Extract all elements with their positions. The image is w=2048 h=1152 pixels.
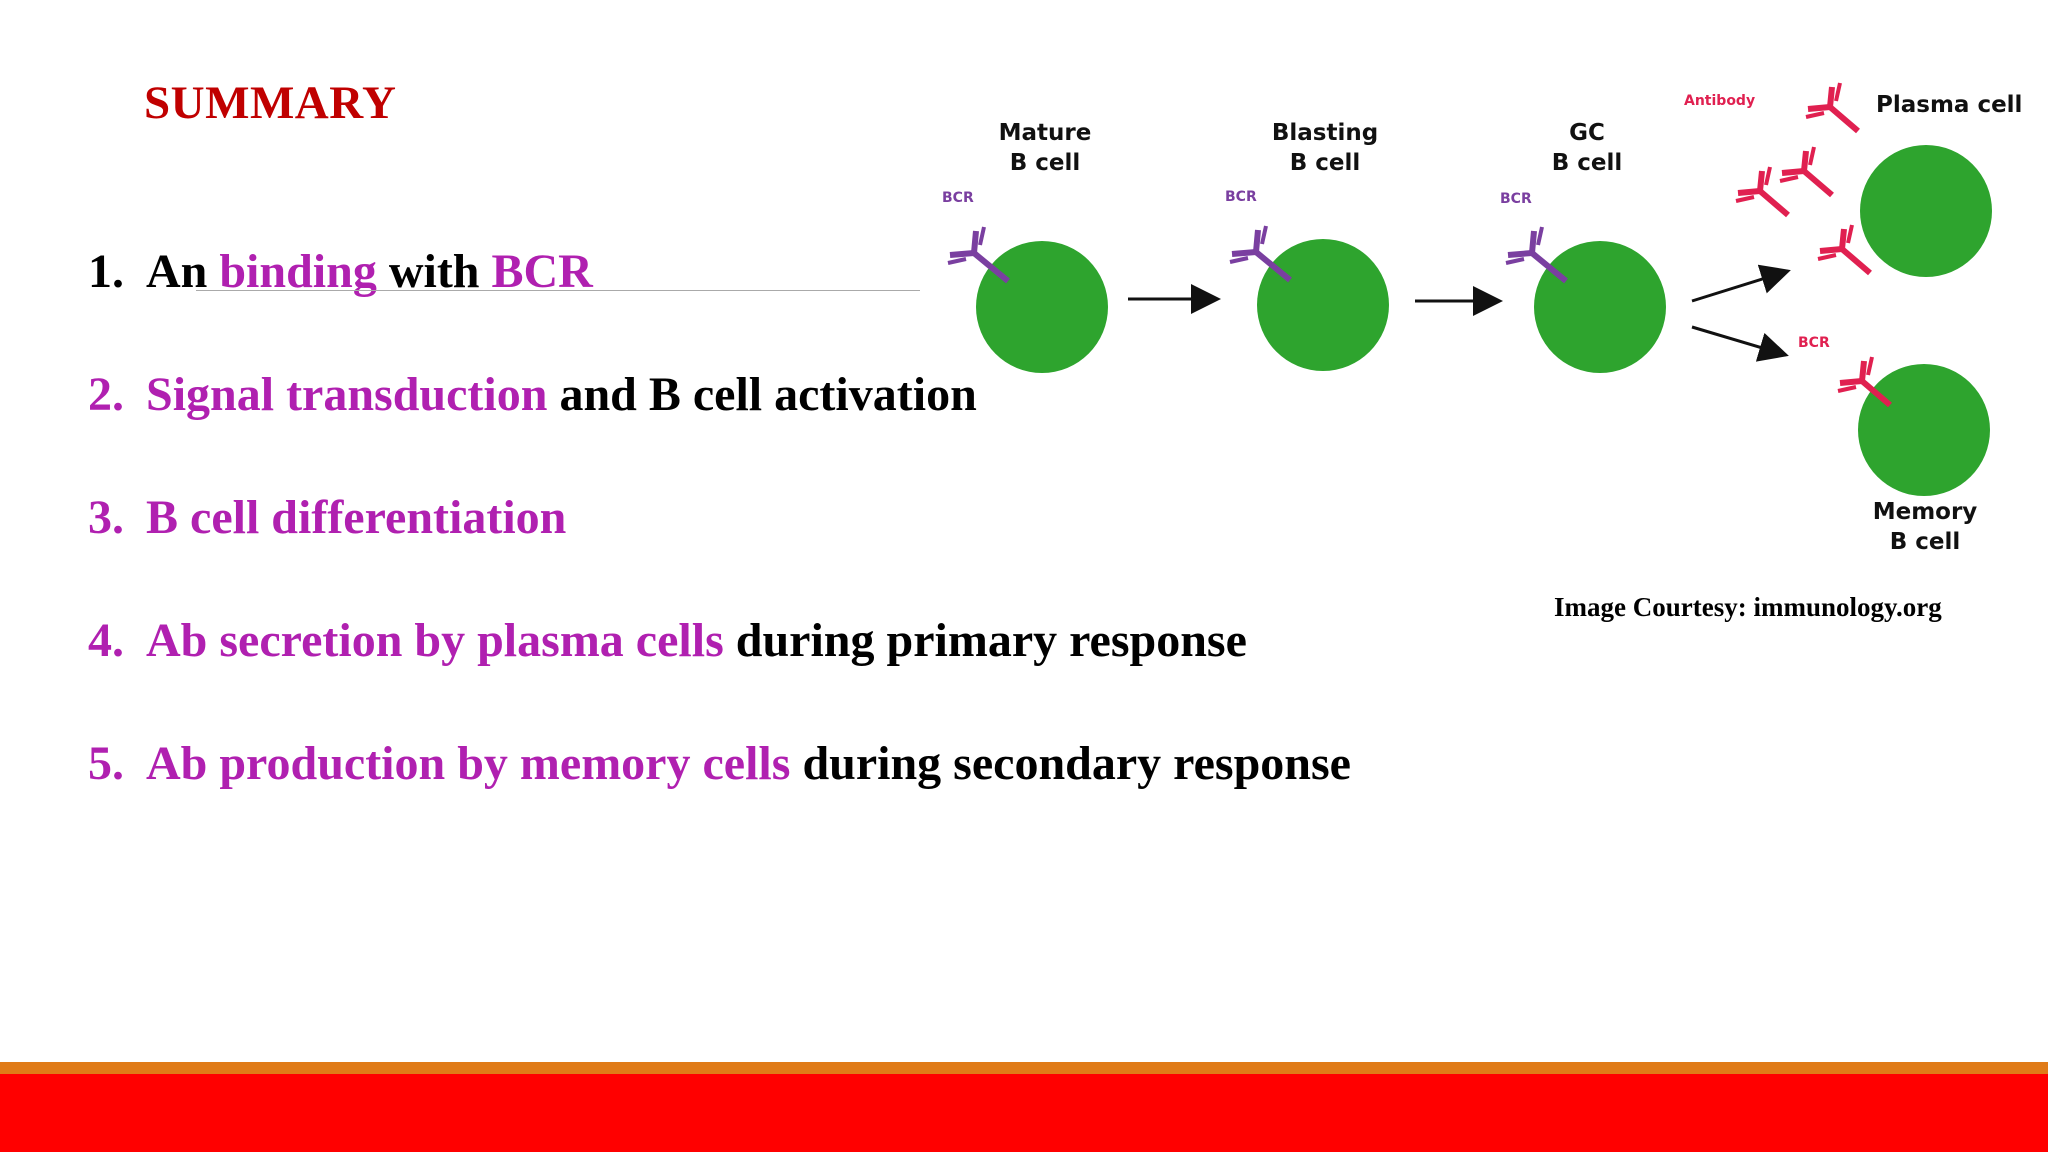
mature-b-cell-label: Mature B cell	[985, 118, 1105, 178]
list-item: 4. Ab secretion by plasma cells during pr…	[88, 613, 1247, 668]
list-item: 1. An binding with BCR	[88, 244, 593, 299]
gc-b-cell-label: GC B cell	[1532, 118, 1642, 178]
bcr-receptor-icon	[1506, 227, 1566, 281]
label-line: Memory	[1872, 499, 1978, 525]
list-item: 2. Signal transduction and B cell activat…	[88, 367, 977, 422]
item-text: and B cell activation	[547, 368, 977, 421]
bcr-label: BCR	[1225, 189, 1257, 205]
label-line: Mature	[998, 120, 1092, 146]
item-highlight: Ab production by memory cells	[146, 737, 791, 790]
item-number: 2.	[88, 368, 124, 421]
footer-bar	[0, 1074, 2048, 1152]
footer-accent-line	[0, 1062, 2048, 1074]
plasma-cell-label: Plasma cell	[1876, 92, 2023, 118]
image-courtesy: Image Courtesy: immunology.org	[1554, 592, 1942, 622]
list-item: 5. Ab production by memory cells during s…	[88, 736, 1351, 791]
item-highlight: BCR	[491, 245, 593, 298]
mature-b-cell	[976, 241, 1108, 373]
label-line: B cell	[1289, 150, 1361, 176]
item-highlight: binding	[219, 245, 377, 298]
item-text: An	[146, 245, 220, 298]
list-item: 3. B cell differentiation	[88, 490, 566, 545]
bcr-receptor-icon	[948, 227, 1008, 281]
bcr-label: BCR	[942, 190, 974, 206]
antibody-icon	[1736, 167, 1788, 215]
slide-title: SUMMARY	[144, 77, 397, 129]
memory-b-cell	[1858, 364, 1990, 496]
label-line: Blasting	[1271, 120, 1379, 146]
bcr-receptor-icon	[1230, 226, 1290, 280]
antibody-icon	[1806, 83, 1858, 131]
label-line: B cell	[1551, 150, 1623, 176]
label-line: GC	[1569, 120, 1605, 146]
arrow-icon	[1691, 264, 1791, 303]
b-cell-diagram	[930, 55, 1992, 496]
antibody-icon	[1780, 147, 1832, 195]
item-highlight: Signal transduction	[146, 368, 548, 421]
item-number: 3.	[88, 491, 124, 544]
label-line: B cell	[1889, 529, 1961, 555]
item-highlight: B cell differentiation	[146, 491, 567, 544]
gc-b-cell	[1534, 241, 1666, 373]
blasting-b-cell	[1257, 239, 1389, 371]
label-line: B cell	[1009, 150, 1081, 176]
plasma-cell	[1860, 145, 1992, 277]
b-cell-differentiation-figure: Mature B cell Blasting B cell GC B cell …	[930, 55, 2048, 570]
antibody-icon	[1818, 225, 1870, 273]
memory-b-cell-label: Memory B cell	[1860, 497, 1990, 557]
item-text: with	[376, 245, 492, 298]
blasting-b-cell-label: Blasting B cell	[1255, 118, 1395, 178]
arrow-icon	[1691, 325, 1789, 362]
item-text: during primary response	[723, 614, 1247, 667]
divider-line	[196, 290, 920, 291]
item-number: 4.	[88, 614, 124, 667]
bcr-label: BCR	[1500, 191, 1532, 207]
antibody-label: Antibody	[1684, 93, 1756, 109]
bcr-label: BCR	[1798, 335, 1830, 351]
item-number: 5.	[88, 737, 124, 790]
item-highlight: Ab secretion by plasma cells	[146, 614, 724, 667]
item-number: 1.	[88, 245, 124, 298]
item-text: during secondary response	[790, 737, 1351, 790]
